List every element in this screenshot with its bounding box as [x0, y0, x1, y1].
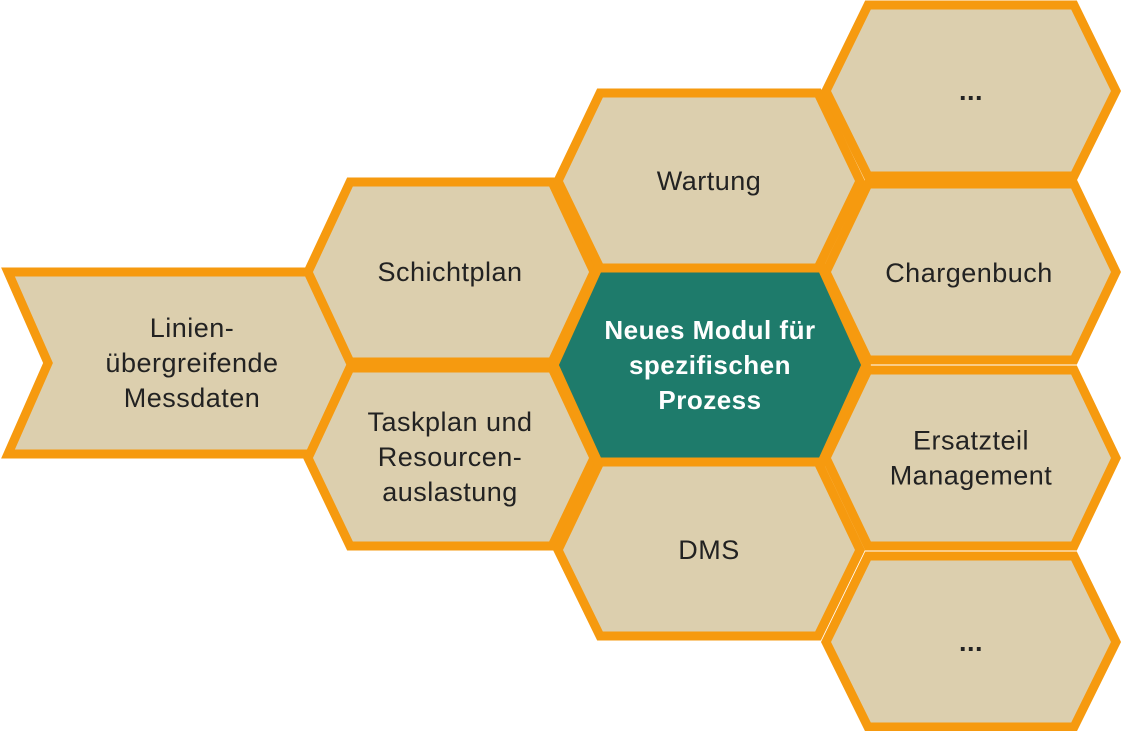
cell-dms-label: DMS — [678, 535, 740, 565]
cell-linien-messdaten-label-line: übergreifende — [105, 348, 278, 378]
cell-more-top-shape — [820, 0, 1122, 181]
cell-linien-messdaten-label-line: Messdaten — [124, 383, 261, 413]
cell-wartung-label-line: Wartung — [657, 166, 762, 196]
cell-neues-modul-label-line: spezifischen — [629, 350, 791, 380]
cell-more-bottom-label: ... — [959, 627, 983, 657]
cell-ersatzteil-shape — [821, 365, 1121, 551]
cell-ersatzteil-label-line: Management — [890, 461, 1053, 491]
cell-neues-modul-shape — [549, 263, 871, 467]
cell-dms: DMS — [553, 457, 865, 641]
cell-taskplan-label-line: Taskplan und — [367, 407, 532, 437]
cell-wartung-label: Wartung — [657, 166, 762, 196]
cell-more-top-label-line: ... — [959, 76, 983, 106]
cell-schichtplan-label-line: Schichtplan — [377, 257, 522, 287]
cell-dms-label-line: DMS — [678, 535, 740, 565]
cell-chargenbuch-label: Chargenbuch — [885, 258, 1053, 288]
cell-taskplan-label-line: Resourcen- — [378, 442, 523, 472]
cell-ersatzteil-label-line: Ersatzteil — [913, 426, 1029, 456]
cell-schichtplan-label: Schichtplan — [377, 257, 522, 287]
cell-more-bottom-shape — [820, 551, 1122, 731]
cell-more-top-label: ... — [959, 76, 983, 106]
cell-wartung: Wartung — [553, 88, 865, 273]
cell-taskplan-label-line: auslastung — [382, 477, 518, 507]
cell-chargenbuch: Chargenbuch — [821, 179, 1121, 365]
cell-neues-modul-label-line: Prozess — [658, 385, 761, 415]
cell-more-bottom: ... — [820, 551, 1122, 731]
cell-more-top: ... — [820, 0, 1122, 181]
cell-linien-messdaten-label-line: Linien- — [150, 313, 235, 343]
cell-neues-modul-label-line: Neues Modul für — [604, 315, 815, 345]
cell-schichtplan: Schichtplan — [303, 177, 599, 367]
cell-chargenbuch-label-line: Chargenbuch — [885, 258, 1053, 288]
cell-more-bottom-label-line: ... — [959, 627, 983, 657]
